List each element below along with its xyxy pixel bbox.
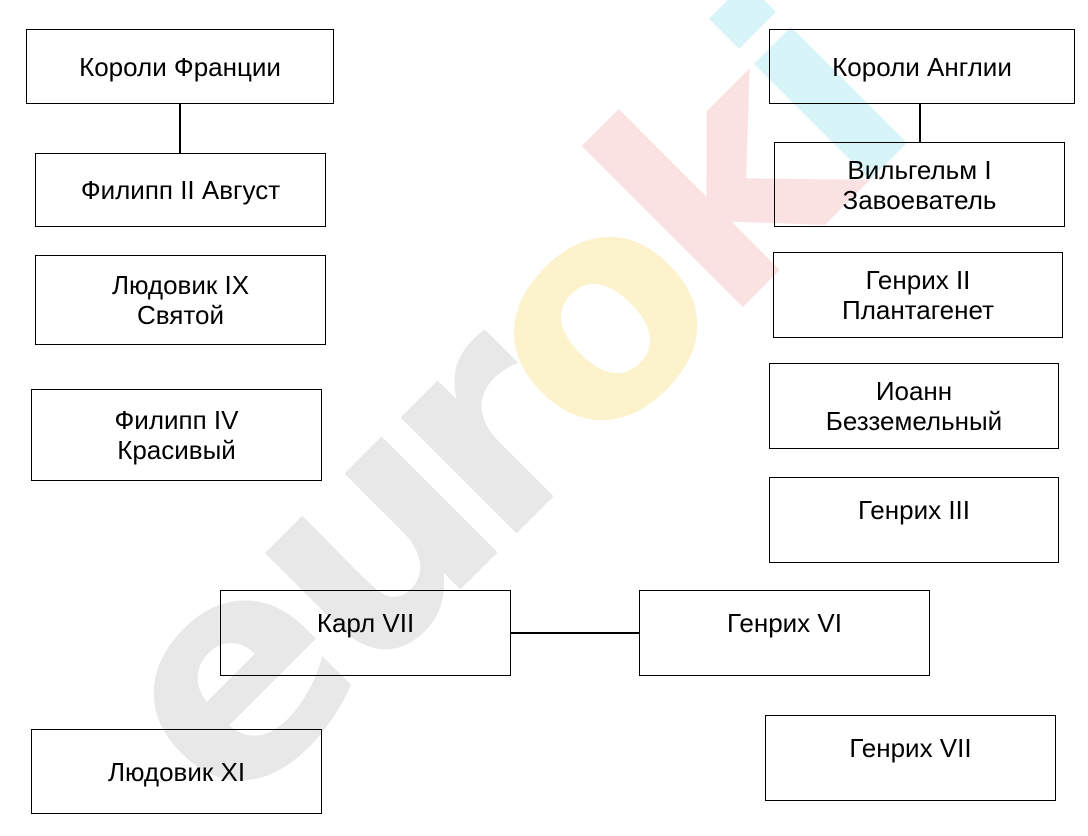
connector-charles7-henry6 — [510, 632, 640, 634]
king-name: Людовик XI — [107, 756, 246, 787]
king-box-charles-vii: Карл VII — [220, 590, 511, 676]
king-box-henry-vi: Генрих VI — [639, 590, 930, 676]
king-name: Филипп II Август — [80, 175, 281, 205]
king-name: Генрих II — [865, 265, 971, 295]
king-name: Вильгельм I — [847, 154, 992, 185]
king-epithet: Безземельный — [825, 406, 1003, 436]
king-box-william-i: Вильгельм I Завоеватель — [774, 142, 1065, 227]
connector-england-header — [919, 103, 921, 142]
king-name: Иоанн — [875, 376, 953, 406]
king-name: Карл VII — [316, 608, 415, 638]
king-name: Генрих III — [857, 495, 971, 525]
king-box-louis-ix: Людовик IX Святой — [35, 255, 326, 345]
king-epithet: Плантагенет — [842, 295, 994, 325]
king-epithet: Святой — [137, 300, 224, 330]
king-box-henry-ii: Генрих II Плантагенет — [773, 252, 1063, 338]
king-box-philip-ii: Филипп II Август — [35, 153, 326, 227]
connector-france-header — [179, 103, 181, 153]
watermark-letter-o: o — [394, 117, 787, 510]
king-name: Филипп IV — [114, 405, 239, 435]
england-header: Короли Англии — [832, 51, 1012, 82]
king-epithet: Завоеватель — [842, 184, 997, 215]
king-name: Генрих VI — [727, 608, 842, 638]
france-header: Короли Франции — [79, 51, 281, 82]
king-name: Генрих VII — [849, 733, 972, 763]
king-box-philip-iv: Филипп IV Красивый — [31, 389, 322, 481]
king-box-henry-vii: Генрих VII — [765, 715, 1056, 801]
king-box-john: Иоанн Безземельный — [769, 363, 1059, 449]
king-epithet: Красивый — [117, 435, 236, 465]
watermark-letter-r: r — [302, 249, 655, 602]
england-header-box: Короли Англии — [769, 29, 1075, 104]
king-name: Людовик IX — [111, 270, 250, 300]
king-box-louis-xi: Людовик XI — [31, 729, 322, 814]
france-header-box: Короли Франции — [26, 29, 334, 104]
king-box-henry-iii: Генрих III — [769, 477, 1059, 563]
